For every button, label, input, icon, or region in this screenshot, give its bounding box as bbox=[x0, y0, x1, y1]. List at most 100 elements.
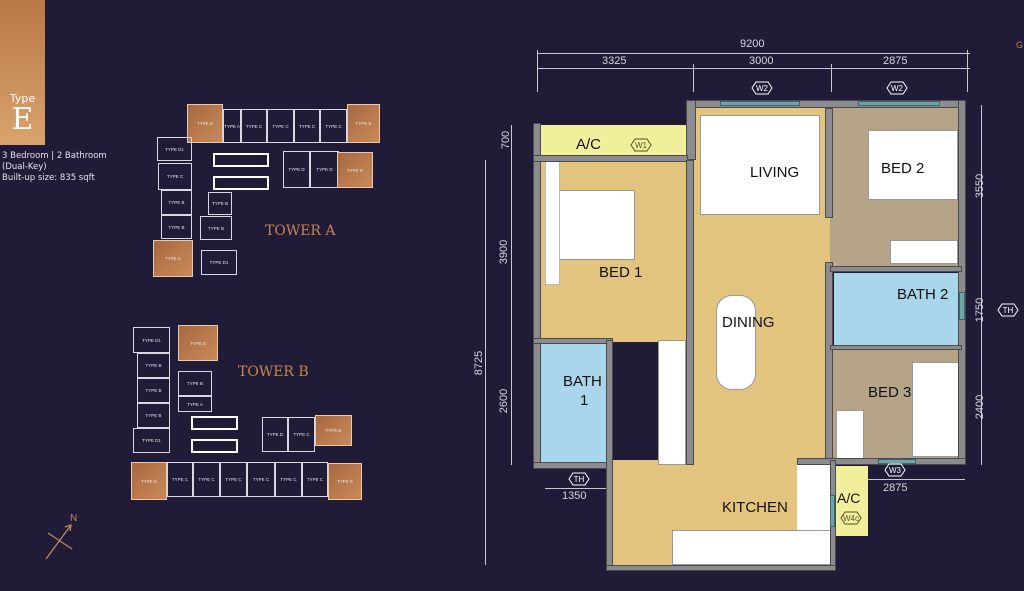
unit: TYPE A bbox=[178, 396, 212, 412]
tag-th: TH bbox=[568, 472, 590, 486]
unit: TYPE E bbox=[131, 462, 167, 500]
living-sofa-set bbox=[700, 115, 820, 215]
window-w2 bbox=[720, 101, 800, 106]
dim-top: 3325 bbox=[602, 55, 627, 67]
dim-tick bbox=[537, 50, 538, 92]
unit: TYPE E bbox=[347, 104, 380, 143]
unit: TYPE E bbox=[178, 325, 218, 361]
dim-line bbox=[537, 68, 970, 69]
unit: TYPE C bbox=[220, 462, 247, 497]
north-compass: N bbox=[40, 513, 80, 565]
dim-tick bbox=[967, 50, 968, 92]
dim-right: 2400 bbox=[974, 394, 987, 420]
label-bed2: BED 2 bbox=[881, 160, 925, 177]
core-lifts bbox=[213, 176, 269, 190]
unit: TYPE B bbox=[137, 378, 170, 403]
label-bath2: BATH 2 bbox=[897, 286, 949, 303]
wall bbox=[533, 338, 613, 344]
bed2-bed bbox=[868, 130, 958, 200]
wall bbox=[958, 100, 966, 465]
unit: TYPE C bbox=[320, 109, 347, 143]
unit: TYPE C bbox=[288, 417, 315, 452]
room-bath2 bbox=[834, 273, 960, 345]
dim-line bbox=[511, 125, 512, 465]
label-dining: DINING bbox=[722, 314, 775, 331]
wall bbox=[606, 565, 836, 571]
wall bbox=[686, 160, 694, 465]
unit-type-banner: Type E bbox=[0, 0, 45, 145]
dim-total-width: 9200 bbox=[740, 38, 765, 50]
unit: TYPE B bbox=[200, 216, 232, 240]
unit: TYPE E bbox=[315, 415, 352, 446]
bed1-bed bbox=[545, 190, 635, 260]
label-ac-2: A/C bbox=[837, 490, 861, 506]
unit: TYPE A bbox=[223, 109, 241, 143]
unit: TYPE C bbox=[275, 462, 302, 497]
unit: TYPE B bbox=[161, 190, 192, 215]
tag-w1: W1 bbox=[630, 138, 652, 152]
dual-key-text: (Dual-Key) bbox=[2, 162, 47, 172]
bed3-wardrobe bbox=[836, 410, 864, 460]
wall bbox=[830, 345, 962, 350]
unit: TYPE E bbox=[187, 104, 223, 143]
core-lifts bbox=[213, 153, 269, 167]
unit: TYPE B bbox=[137, 353, 170, 378]
tag-text: W4c bbox=[843, 513, 859, 523]
unit: TYPE E bbox=[337, 152, 373, 188]
size-text: Built-up size: 835 sqft bbox=[2, 173, 95, 183]
wall bbox=[686, 100, 696, 160]
dim-left: 2600 bbox=[498, 388, 511, 414]
dim-bottom-right: 2875 bbox=[883, 482, 908, 494]
dim-tick bbox=[693, 64, 694, 92]
kitchen-counter bbox=[672, 530, 832, 565]
unit: TYPE C bbox=[294, 109, 320, 143]
window-bath2 bbox=[959, 292, 965, 320]
tag-text: W1 bbox=[635, 140, 647, 150]
tag-text: TH bbox=[1002, 305, 1014, 315]
label-bed1: BED 1 bbox=[599, 264, 643, 281]
dim-line bbox=[537, 53, 970, 54]
unit: TYPE D bbox=[310, 151, 339, 188]
wall bbox=[606, 340, 613, 570]
unit: TYPE B bbox=[208, 192, 232, 215]
unit: TYPE C bbox=[241, 109, 267, 143]
dim-right: 3550 bbox=[974, 173, 987, 199]
dim-line bbox=[981, 105, 982, 465]
label-bath1: BATH bbox=[563, 373, 602, 390]
unit: TYPE D1 bbox=[201, 250, 237, 275]
storage-cabinet bbox=[658, 340, 686, 465]
unit: TYPE C bbox=[153, 240, 193, 277]
compass-north-label: N bbox=[70, 513, 78, 524]
unit: TYPE D1 bbox=[133, 428, 170, 453]
tag-text: W2 bbox=[756, 83, 768, 93]
tag-w2: W2 bbox=[751, 81, 773, 95]
dim-tick bbox=[831, 64, 832, 92]
room-bath1 bbox=[540, 342, 610, 465]
label-bed3: BED 3 bbox=[868, 384, 912, 401]
wall bbox=[533, 123, 541, 468]
unit: TYPE D1 bbox=[133, 327, 170, 353]
edge-text: G bbox=[1016, 40, 1024, 50]
bed3-bed bbox=[912, 362, 960, 457]
label-kitchen: KITCHEN bbox=[722, 499, 788, 516]
tag-th: TH bbox=[997, 303, 1019, 317]
rooms-text: 3 Bedroom | 2 Bathroom bbox=[2, 151, 107, 161]
dim-line bbox=[485, 160, 486, 565]
unit: TYPE C bbox=[302, 462, 328, 497]
core-lifts bbox=[191, 439, 238, 453]
dim-top: 3000 bbox=[749, 55, 774, 67]
unit: TYPE C bbox=[247, 462, 275, 497]
room-ac-ledge bbox=[535, 125, 688, 157]
wall bbox=[533, 462, 613, 469]
unit: TYPE B bbox=[137, 403, 170, 428]
label-ac: A/C bbox=[576, 136, 602, 153]
unit: TYPE B bbox=[161, 215, 192, 239]
unit: TYPE B bbox=[178, 371, 212, 396]
unit: TYPE D bbox=[283, 151, 310, 188]
dim-total-depth: 8725 bbox=[473, 350, 486, 376]
window-w2 bbox=[858, 101, 940, 106]
core-lifts bbox=[191, 416, 238, 430]
tag-text: TH bbox=[573, 474, 585, 484]
unit-specs: 3 Bedroom | 2 Bathroom (Dual-Key) Built-… bbox=[2, 151, 107, 184]
dining-table bbox=[716, 295, 756, 390]
